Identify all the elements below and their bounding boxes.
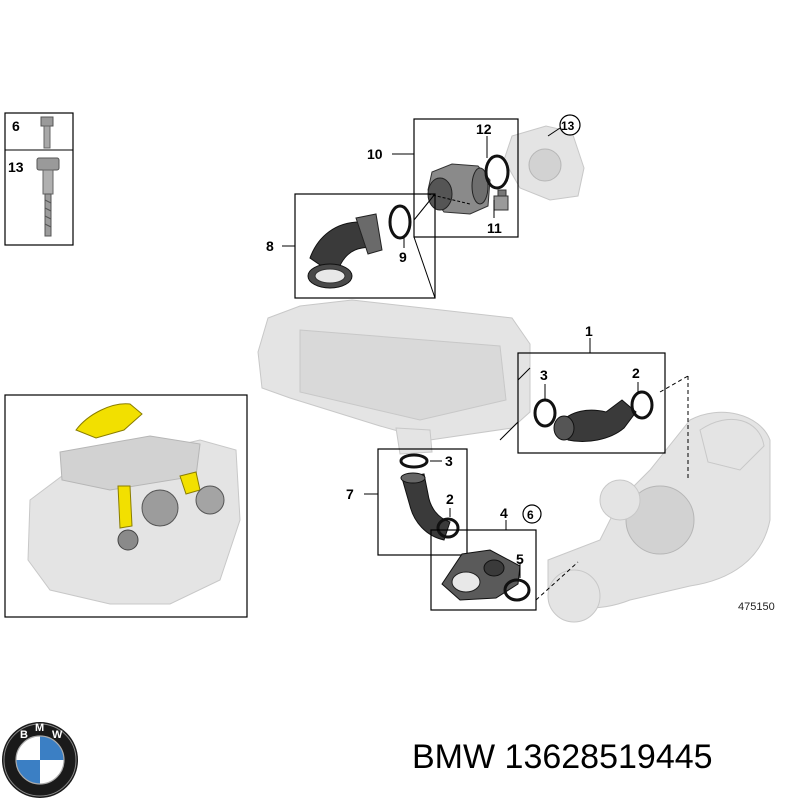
callout-7: 7: [346, 486, 354, 502]
screw-13-drawing: [36, 157, 60, 237]
seal-ring-3-upper: [533, 398, 557, 428]
screw-6-drawing: [40, 116, 54, 149]
callout-8: 8: [266, 238, 274, 254]
group-8: 8 9: [266, 193, 436, 299]
charge-air-hose-8-drawing: [307, 213, 383, 289]
group-4: 4 6 5: [430, 504, 579, 611]
seal-ring-2-upper: [630, 390, 654, 420]
svg-text:B: B: [20, 729, 28, 741]
engine-overview-inset: [4, 394, 248, 618]
bmw-logo: B M W: [2, 722, 78, 798]
group-7: 7 3 2: [346, 448, 468, 556]
fastener-legend: 6 13: [4, 112, 74, 246]
inlet-housing-drawing: [427, 163, 491, 215]
callout-13-circled: 13: [547, 114, 581, 137]
seal-ring-9: [388, 204, 412, 240]
sensor-11-drawing: [493, 189, 509, 211]
pipe-1-drawing: [553, 399, 637, 442]
callout-13: 13: [561, 119, 575, 133]
svg-text:W: W: [52, 729, 63, 741]
seal-ring-5: [503, 578, 531, 602]
intercooler-ghost: [257, 299, 531, 455]
footer-part-number: 13628519445: [504, 738, 713, 776]
group-1: 1 3 2: [499, 323, 689, 478]
callout-3-lower: 3: [445, 453, 453, 469]
callout-1: 1: [585, 323, 593, 339]
callout-11: 11: [487, 220, 502, 236]
seal-ring-2-lower: [436, 517, 460, 539]
turbocharger-ghost: [547, 411, 771, 623]
footer-brand: BMW: [412, 738, 496, 776]
callout-10: 10: [367, 146, 383, 162]
reference-number: 475150: [738, 601, 775, 613]
flange-4-drawing: [441, 549, 521, 601]
group-10: 10 12 11: [367, 118, 519, 238]
callout-9: 9: [399, 249, 407, 265]
callout-2-upper: 2: [632, 365, 640, 381]
callout-2-lower: 2: [446, 491, 454, 507]
seal-ring-3-lower: [399, 453, 429, 469]
callout-5: 5: [516, 551, 524, 567]
svg-text:M: M: [35, 722, 44, 734]
throttle-body-ghost: [503, 125, 585, 201]
seal-ring-12: [484, 154, 510, 190]
callout-6-circled: 6: [522, 504, 542, 524]
callout-12: 12: [476, 121, 492, 137]
legend-label-13: 13: [8, 159, 24, 175]
callout-6: 6: [527, 508, 534, 522]
callout-3-upper: 3: [540, 367, 548, 383]
legend-label-6: 6: [12, 118, 20, 134]
footer-part-label: BMW 13628519445: [412, 738, 713, 777]
callout-4: 4: [500, 505, 508, 521]
